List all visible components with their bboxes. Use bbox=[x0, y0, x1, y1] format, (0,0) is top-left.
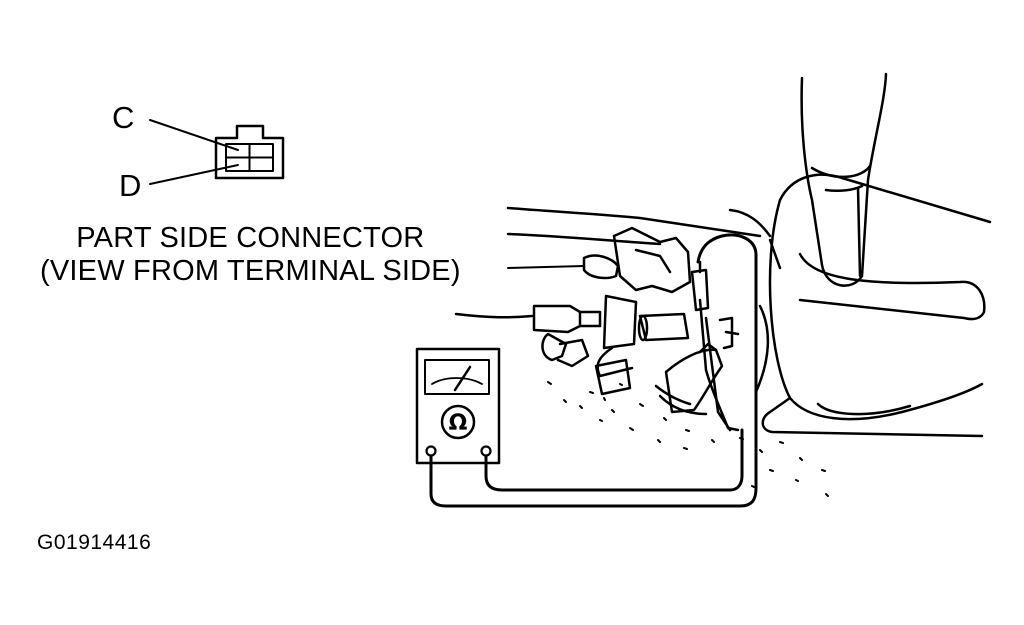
connector-caption: PART SIDE CONNECTOR (VIEW FROM TERMINAL … bbox=[40, 222, 461, 288]
vehicle-body bbox=[506, 72, 992, 438]
floor-texture bbox=[547, 381, 829, 497]
caption-leader bbox=[507, 265, 585, 269]
test-leads bbox=[429, 233, 758, 508]
part-side-connector bbox=[214, 124, 285, 180]
ohm-symbol: Ω bbox=[449, 411, 468, 436]
connector-caption-line2: (VIEW FROM TERMINAL SIDE) bbox=[40, 255, 461, 287]
sensor-harness bbox=[454, 226, 740, 432]
connector-caption-line1: PART SIDE CONNECTOR bbox=[76, 222, 425, 254]
ohmmeter-terminal-right bbox=[480, 445, 492, 457]
ohmmeter-knob bbox=[440, 404, 476, 440]
test-lead-left bbox=[429, 233, 758, 508]
terminal-c-leader bbox=[149, 119, 239, 151]
terminal-d-leader bbox=[149, 164, 239, 185]
ohmmeter-dial bbox=[424, 359, 490, 395]
ohmmeter-needle bbox=[453, 365, 472, 392]
test-lead-right bbox=[484, 428, 744, 492]
test-probe bbox=[690, 268, 710, 312]
terminal-c-label: C bbox=[112, 100, 135, 135]
figure-id: G01914416 bbox=[37, 531, 152, 554]
ohmmeter: Ω bbox=[415, 347, 501, 465]
terminal-d-label: D bbox=[119, 168, 142, 203]
ohmmeter-terminal-left bbox=[425, 445, 437, 457]
ohmmeter-body bbox=[415, 347, 501, 465]
